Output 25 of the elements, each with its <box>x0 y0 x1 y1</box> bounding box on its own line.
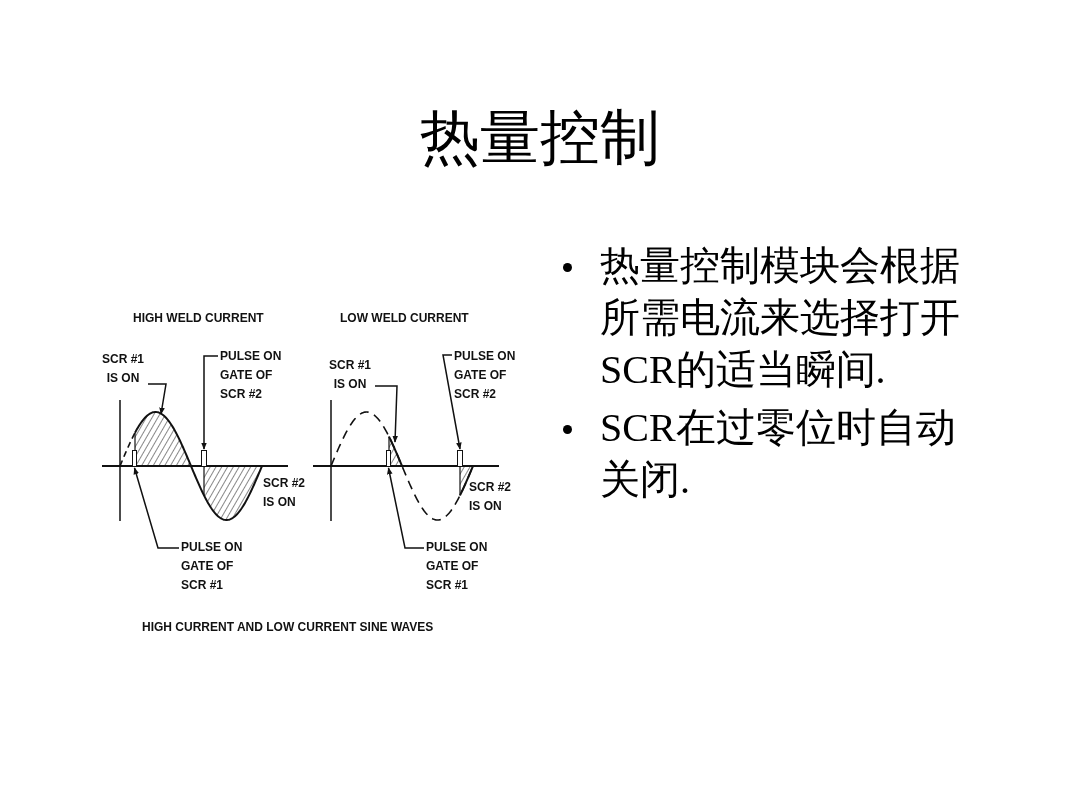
callout-text: PULSE ON GATE OF SCR #1 <box>426 538 498 595</box>
leader-line <box>442 354 462 450</box>
hatched-area <box>135 412 191 466</box>
state-label: SCR #2 IS ON <box>263 475 307 511</box>
state-label: SCR #2 IS ON <box>469 479 513 515</box>
panel-heading: LOW WELD CURRENT <box>340 310 470 327</box>
leader-line <box>147 383 167 415</box>
leader-line <box>201 355 219 450</box>
gate-pulse-bar <box>132 450 137 466</box>
callout-text: PULSE ON GATE OF SCR #2 <box>454 347 526 404</box>
leader-line <box>133 467 180 549</box>
gate-pulse-bar <box>386 450 391 466</box>
leader-line <box>374 385 398 443</box>
leader-line <box>387 467 425 549</box>
bullet-text: SCR在过零位时自动关闭. <box>600 404 957 504</box>
gate-pulse-bar <box>457 450 463 466</box>
callout-text: SCR #1 IS ON <box>100 350 146 388</box>
callout-text: PULSE ON GATE OF SCR #1 <box>181 538 253 595</box>
callout-text: SCR #1 IS ON <box>327 356 373 394</box>
figure-caption: HIGH CURRENT AND LOW CURRENT SINE WAVES <box>142 619 434 636</box>
slide-title: 热量控制 <box>419 104 661 173</box>
panel-heading: HIGH WELD CURRENT <box>133 310 265 327</box>
bullet-text: 热量控制模块会根据所需电流来选择打开SCR的适当瞬间. <box>600 242 961 394</box>
gate-pulse-bar <box>201 450 207 466</box>
callout-text: PULSE ON GATE OF SCR #2 <box>220 347 292 404</box>
